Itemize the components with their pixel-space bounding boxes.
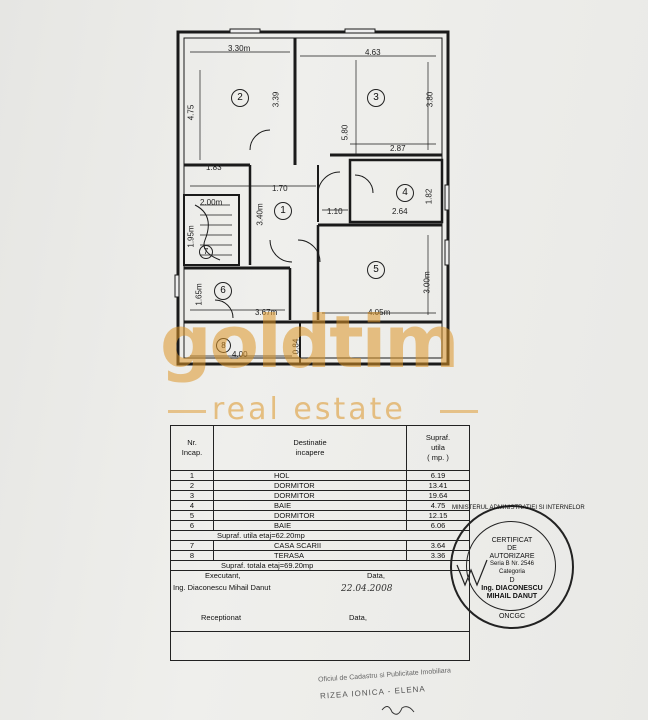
executant-date-label: Data,: [367, 571, 385, 580]
stamp-line-6: D: [509, 577, 515, 584]
row-nr: 3: [170, 490, 214, 501]
executant-row: Executant, Data, Ing. Diaconescu Mihail …: [170, 570, 470, 632]
area-table: Nr. Incap. Destinatie incapere Supraf. u…: [170, 425, 470, 661]
stamp-ring-top: MINISTERUL ADMINISTRATIEI SI INTERNELOR: [452, 505, 585, 511]
room-number-7: 7: [199, 245, 213, 259]
stamp-line-8: MIHAIL DANUT: [486, 593, 538, 600]
header-incap: Incap.: [181, 448, 203, 457]
dim-405: 4.05m: [368, 308, 391, 317]
row-nr: 6: [170, 520, 214, 531]
dim-367: 3.67m: [255, 308, 278, 317]
header-supraf: Supraf.: [425, 433, 451, 442]
dim-380: 3.80: [425, 91, 435, 108]
dim-182: 1.82: [424, 188, 434, 205]
row-name: DORMITOR: [213, 480, 407, 491]
room-number-1: 1: [274, 202, 292, 220]
stamp-ring-bottom: ONCGC: [498, 613, 526, 620]
total-text: Supraf. totala etaj=69.20mp: [170, 560, 470, 571]
row-name: BAIE: [213, 520, 407, 531]
subtotal-text: Supraf. utila etaj=62.20mp: [170, 530, 470, 541]
subtotal-row: Supraf. utila etaj=62.20mp: [170, 530, 470, 541]
stamp-line-1: CERTIFICAT: [491, 537, 533, 544]
row-area: 6.19: [406, 470, 470, 481]
row-nr: 4: [170, 500, 214, 511]
receptionat-label: Receptionat: [201, 613, 242, 622]
stamp-line-7: Ing. DIACONESCU: [481, 585, 543, 592]
row-nr: 5: [170, 510, 214, 521]
stamp-line-2: DE: [507, 545, 517, 552]
clerk-signature-icon: [381, 706, 415, 715]
dim-200: 2.00m: [200, 198, 223, 207]
watermark-dash-right: [440, 410, 478, 413]
engineer-name: Ing. Diaconescu Mihail Danut: [173, 583, 271, 592]
header-mp: ( mp. ): [427, 453, 449, 462]
executant-label: Executant,: [205, 571, 241, 580]
room-number-3: 3: [367, 89, 385, 107]
dim-400: 4.00: [232, 350, 248, 359]
header-incapere: incapere: [295, 448, 325, 457]
row-name: CASA SCARII: [213, 540, 407, 551]
total-row: Supraf. totala etaj=69.20mp: [170, 560, 470, 571]
header-utila: utila: [431, 443, 445, 452]
watermark-dash-left: [168, 410, 206, 413]
dim-287: 2.87: [390, 144, 406, 153]
dim-183: 1.83: [206, 163, 222, 172]
row-nr: 7: [170, 540, 214, 551]
handwritten-date: 22.04.2008: [341, 584, 393, 594]
row-nr: 1: [170, 470, 214, 481]
dim-340: 3.40m: [255, 203, 265, 226]
row-area: 6.06: [406, 520, 470, 531]
stamp-line-3: AUTORIZARE: [489, 553, 535, 560]
row-nr: 2: [170, 480, 214, 491]
receptionat-date-label: Data,: [349, 613, 367, 622]
stamp-line-5: Categoria: [498, 569, 525, 575]
dim-330: 3.30m: [228, 44, 251, 53]
watermark-subtitle: real estate: [212, 392, 406, 427]
row-name: DORMITOR: [213, 490, 407, 501]
header-nr: Nr.: [187, 438, 197, 447]
row-area: 13.41: [406, 480, 470, 491]
room-number-6: 6: [214, 282, 232, 300]
stamp-line-4: Seria B Nr. 2546: [489, 561, 535, 567]
row-nr: 8: [170, 550, 214, 561]
signature-icon: [456, 559, 488, 587]
header-destinatie: Destinatie: [293, 438, 327, 447]
dim-170: 1.70: [272, 184, 288, 193]
dim-339: 3.39: [271, 91, 281, 108]
dim-300: 3.00m: [422, 271, 432, 294]
dim-475: 4.75: [186, 104, 196, 121]
room-number-5: 5: [367, 261, 385, 279]
row-name: DORMITOR: [213, 510, 407, 521]
room-number-4: 4: [396, 184, 414, 202]
dim-110: 1.10: [327, 207, 343, 216]
watermark-logo: goldtim: [160, 300, 459, 384]
row-area: 19.64: [406, 490, 470, 501]
row-name: TERASA: [213, 550, 407, 561]
row-name: HOL: [213, 470, 407, 481]
dim-195: 1.95m: [186, 225, 196, 248]
authorization-stamp: MINISTERUL ADMINISTRATIEI SI INTERNELOR …: [450, 505, 585, 629]
dim-463: 4.63: [365, 48, 381, 57]
row-area: 12.15: [406, 510, 470, 521]
room-number-8: 8: [216, 338, 231, 353]
dim-580: 5.80: [340, 124, 350, 141]
dim-264: 2.64: [392, 207, 408, 216]
room-number-2: 2: [231, 89, 249, 107]
row-name: BAIE: [213, 500, 407, 511]
